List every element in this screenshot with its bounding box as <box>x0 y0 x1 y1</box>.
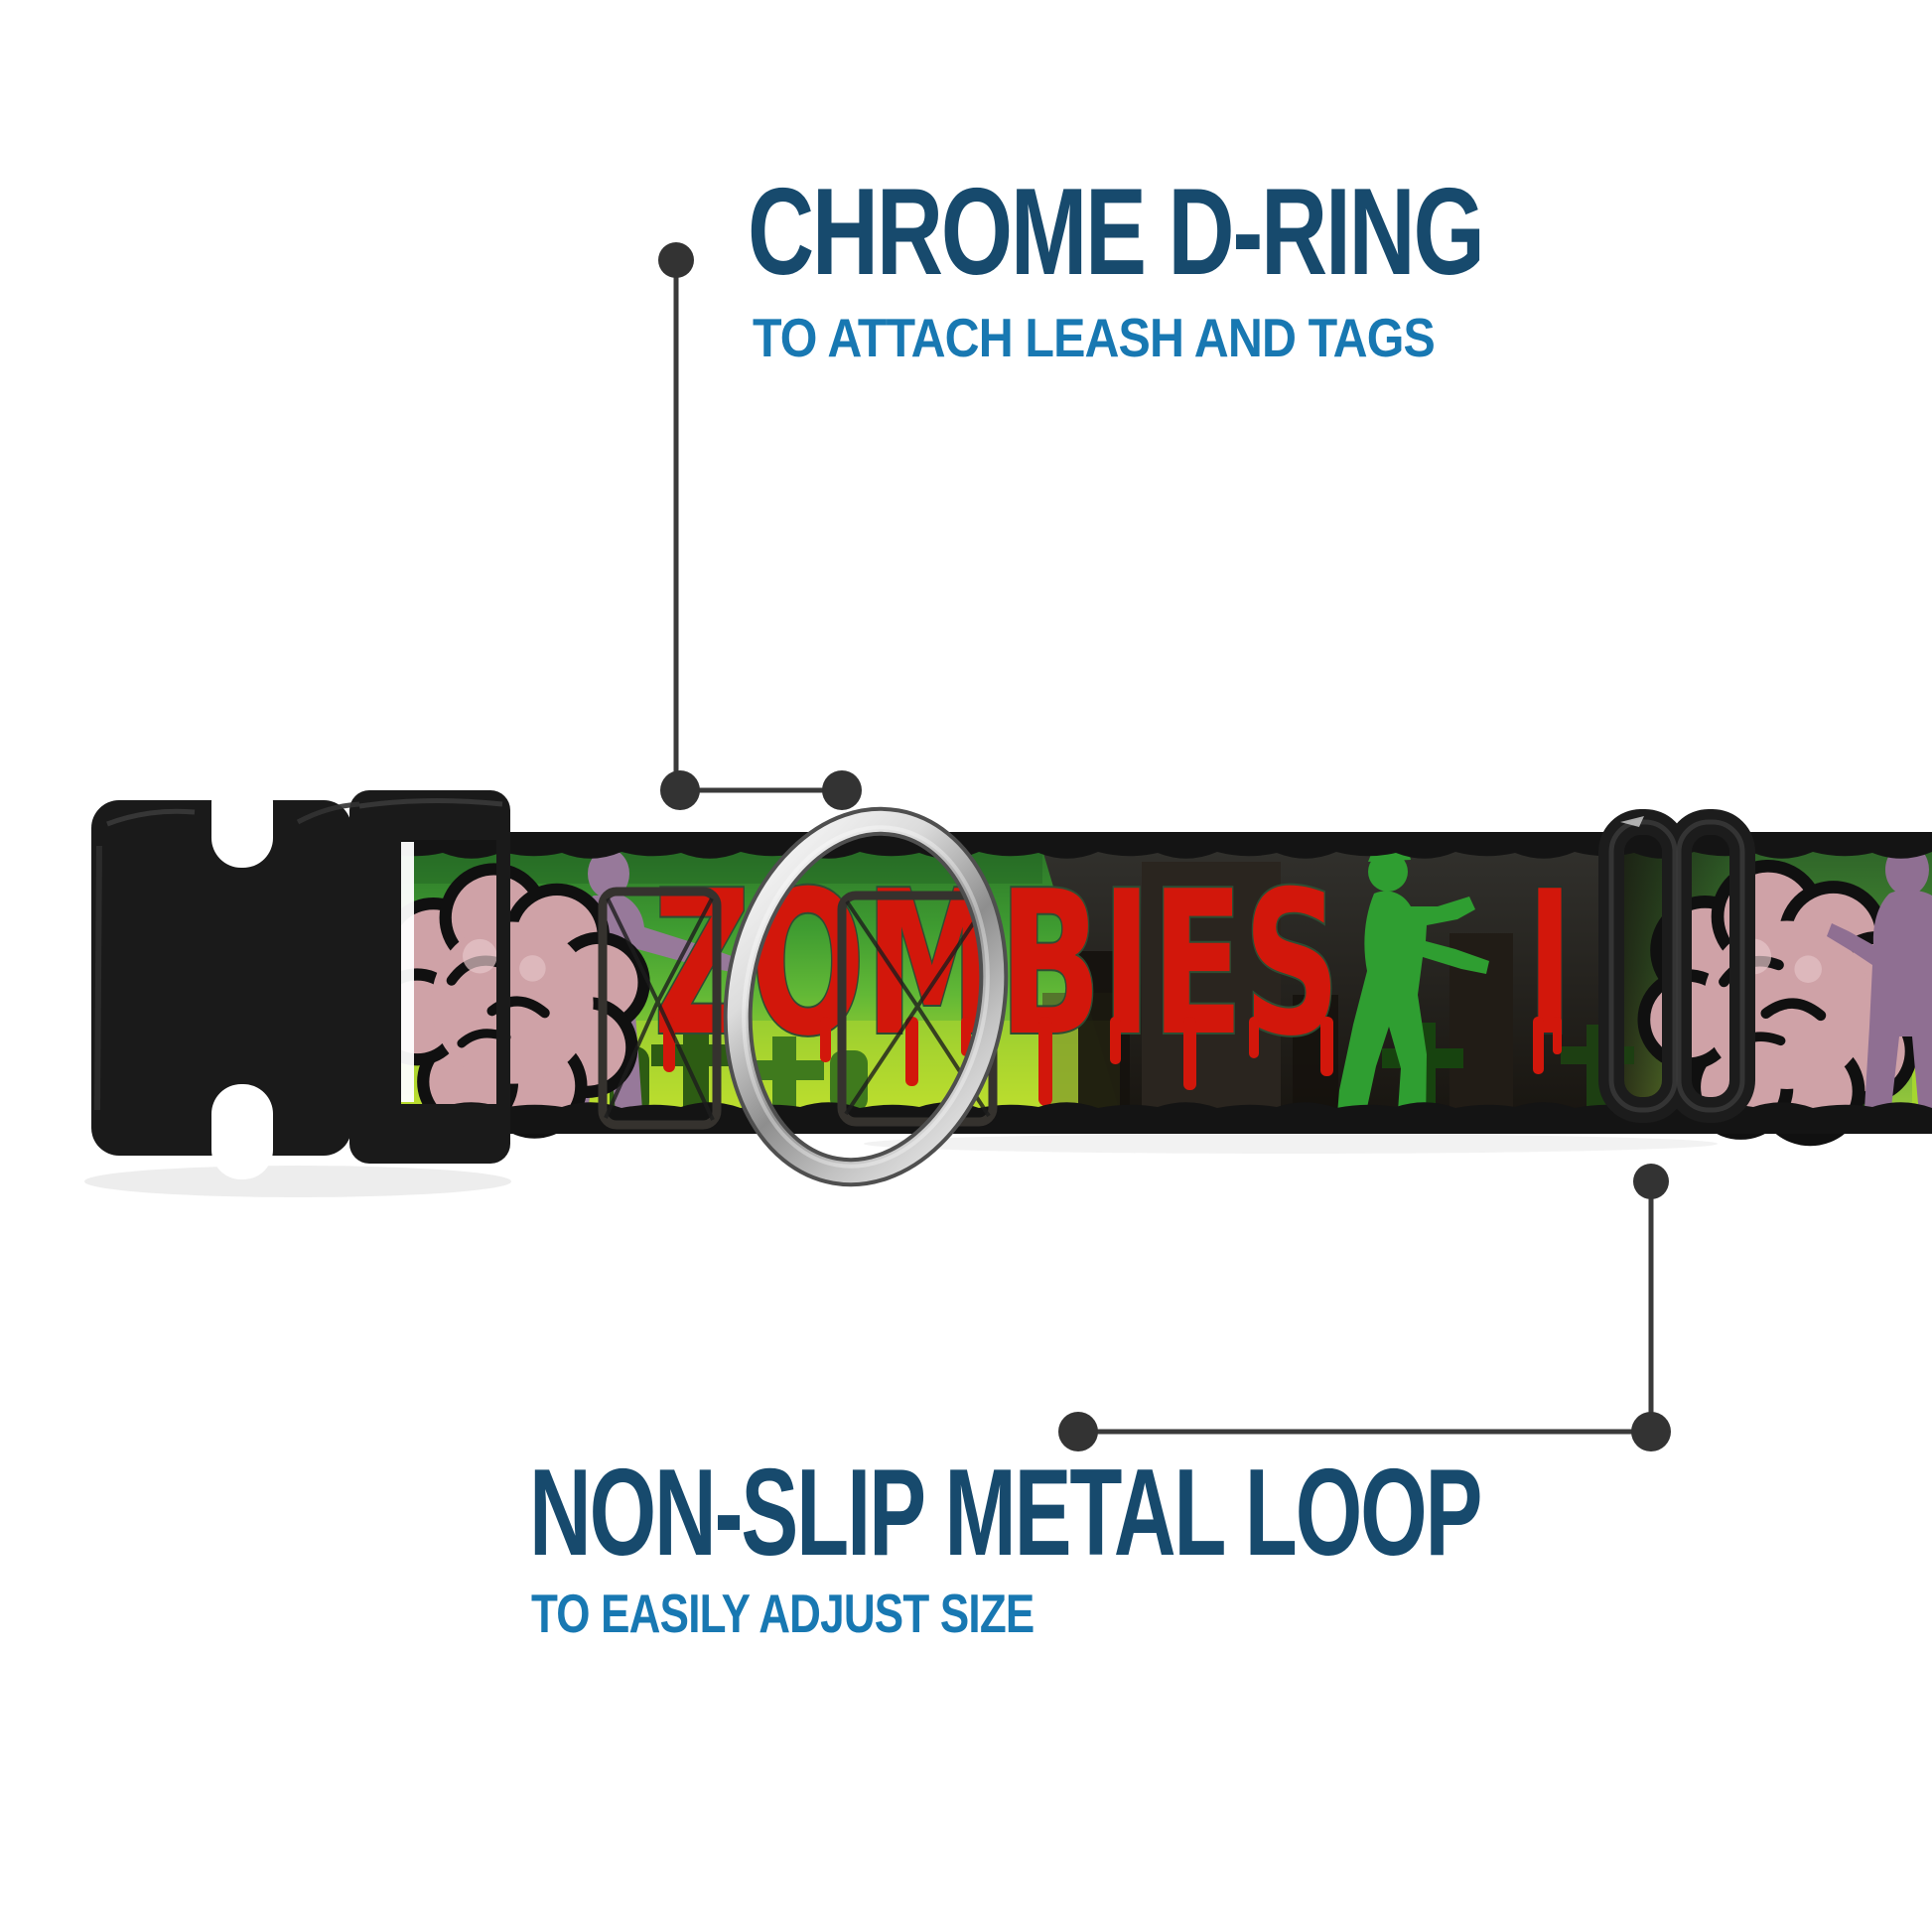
callout-bottom <box>1078 1181 1654 1435</box>
tombstone-icon <box>1142 862 1281 1112</box>
bottom-feature-title: NON-SLIP METAL LOOP <box>529 1445 1482 1582</box>
cross-icon <box>651 1015 741 1126</box>
callout-top <box>673 260 842 793</box>
top-feature-subtitle: TO ATTACH LEASH AND TAGS <box>753 307 1436 368</box>
buckle-bottom-notch <box>211 1084 273 1179</box>
metal-loop-icon <box>1598 809 1755 1123</box>
callout-dot <box>822 770 862 810</box>
buckle-slot-gap <box>401 842 414 1102</box>
buckle-shadow <box>84 1166 511 1197</box>
cross-icon <box>745 1036 824 1126</box>
callout-dot <box>1631 1412 1671 1451</box>
strap-print-text-fragment: I <box>1525 847 1575 1082</box>
strap-shadow <box>864 1134 1718 1154</box>
callout-dot <box>658 242 694 278</box>
callout-bottom-dots <box>1058 1164 1671 1451</box>
callout-dot <box>1058 1412 1098 1451</box>
top-feature-title: CHROME D-RING <box>748 164 1485 301</box>
callout-dot <box>660 770 700 810</box>
i-print-text: I <box>1527 849 1573 1080</box>
buckle-icon <box>91 772 510 1179</box>
bottom-feature-subtitle: TO EASILY ADJUST SIZE <box>531 1583 1035 1644</box>
tombstone-icon <box>1078 951 1130 1112</box>
buckle-top-notch <box>211 772 273 868</box>
d-ring-icon <box>723 806 1009 1187</box>
callout-dot <box>1633 1164 1669 1199</box>
callout-top-dots <box>658 242 862 810</box>
strap: ZOMBIES <box>374 832 1932 1140</box>
